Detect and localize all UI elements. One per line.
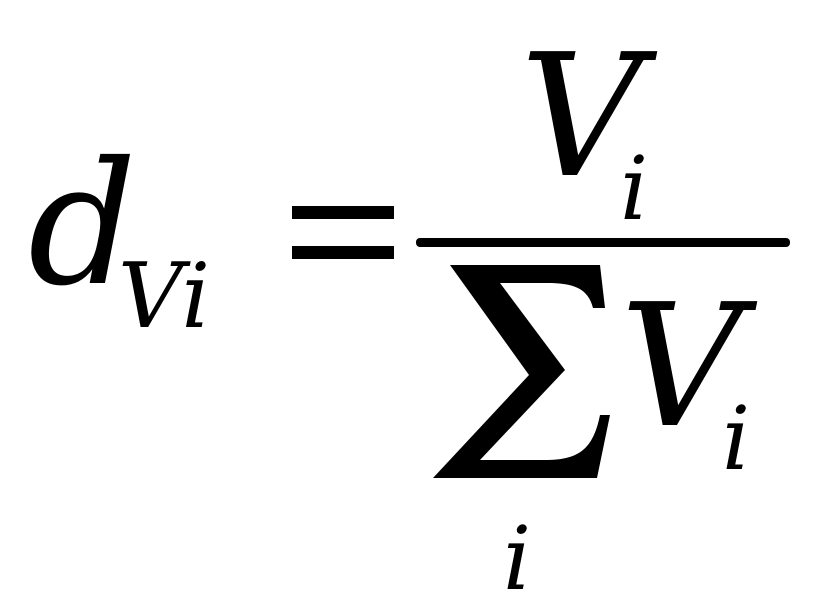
numerator-subscript: i xyxy=(620,137,649,240)
denominator-subscript: i xyxy=(722,387,751,490)
summation-sign-icon xyxy=(425,230,615,490)
numerator-symbol: V xyxy=(520,18,643,216)
equals-bar-top xyxy=(292,206,394,219)
lhs-symbol: d xyxy=(28,126,137,324)
equals-sign xyxy=(292,198,394,260)
equals-bar-bottom xyxy=(292,246,394,259)
fraction-bar xyxy=(416,238,790,247)
lhs-subscript: Vi xyxy=(118,244,211,349)
denominator-symbol: V xyxy=(620,268,743,466)
summation-index: i xyxy=(503,507,532,610)
